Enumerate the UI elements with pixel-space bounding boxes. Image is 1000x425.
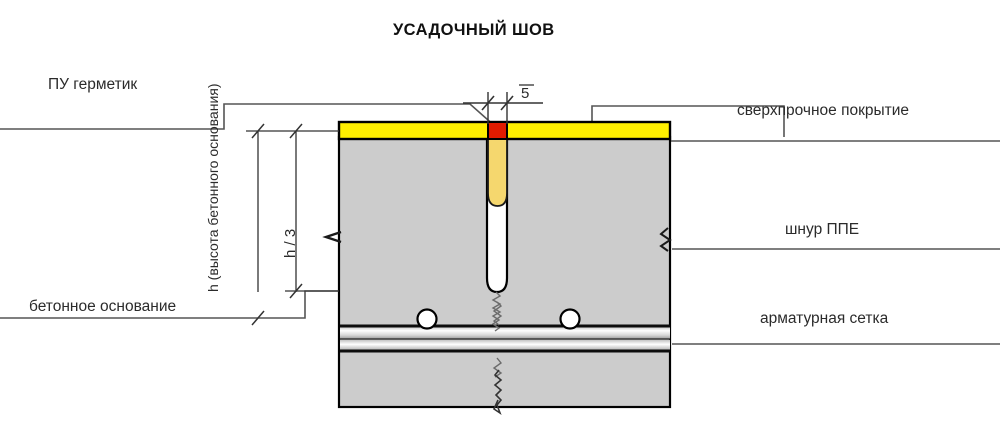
break-marks	[322, 227, 672, 416]
label-topcoat: сверхпрочное покрытие	[737, 102, 910, 119]
label-ppe-cord: шнур ППЕ	[785, 221, 860, 238]
dimension-height-third: h / 3	[282, 228, 299, 258]
rebar-section-right	[559, 308, 581, 330]
height-dimensions	[246, 123, 339, 326]
rebar-section-left	[416, 308, 438, 330]
leader-topcoat	[591, 105, 1000, 142]
pu-sealant-plug	[487, 121, 508, 140]
leader-pu-sealant	[0, 103, 498, 130]
diagram-title: УСАДОЧНЫЙ ШОВ	[393, 21, 555, 39]
joint-width-dimension	[463, 84, 543, 124]
label-rebar-mesh: арматурная сетка	[760, 310, 889, 327]
label-concrete-base: бетонное основание	[29, 298, 177, 315]
ppe-cord	[487, 138, 508, 207]
dimension-height-total: h (высота бетонного основания)	[205, 83, 221, 292]
label-pu-sealant: ПУ герметик	[48, 76, 138, 93]
rebar-mesh	[340, 308, 670, 353]
dimension-joint-width: 5	[521, 85, 530, 102]
